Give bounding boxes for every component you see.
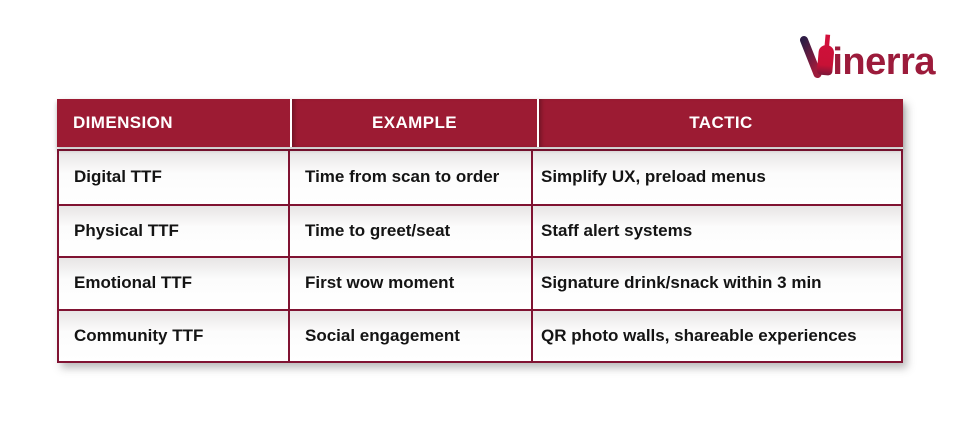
cell-example: First wow moment (290, 258, 533, 309)
cell-tactic: Signature drink/snack within 3 min (533, 258, 901, 309)
logo-wordmark: inerra (832, 41, 935, 83)
cell-dimension: Digital TTF (59, 151, 290, 204)
vinerra-logo: inerra (799, 33, 935, 84)
column-header-example: EXAMPLE (292, 99, 537, 147)
ttf-dimensions-table: DIMENSION EXAMPLE TACTIC Digital TTF Tim… (57, 99, 903, 363)
cell-tactic: Staff alert systems (533, 205, 901, 256)
cell-dimension: Emotional TTF (59, 258, 290, 309)
cell-dimension: Physical TTF (59, 205, 290, 256)
cell-example: Time from scan to order (290, 151, 533, 204)
cell-tactic: QR photo walls, shareable experiences (533, 310, 901, 361)
cell-example: Social engagement (290, 310, 533, 361)
table-header-row: DIMENSION EXAMPLE TACTIC (57, 99, 903, 147)
column-header-tactic: TACTIC (539, 99, 903, 147)
table-body: Digital TTF Time from scan to order Simp… (57, 149, 903, 363)
cell-example: Time to greet/seat (290, 205, 533, 256)
column-header-dimension: DIMENSION (57, 99, 290, 147)
table-row: Physical TTF Time to greet/seat Staff al… (59, 203, 901, 256)
table-row: Digital TTF Time from scan to order Simp… (59, 151, 901, 204)
table-row: Community TTF Social engagement QR photo… (59, 308, 901, 361)
cell-dimension: Community TTF (59, 310, 290, 361)
table-row: Emotional TTF First wow moment Signature… (59, 256, 901, 309)
cell-tactic: Simplify UX, preload menus (533, 151, 901, 204)
wine-bottle-v-icon (799, 33, 835, 84)
